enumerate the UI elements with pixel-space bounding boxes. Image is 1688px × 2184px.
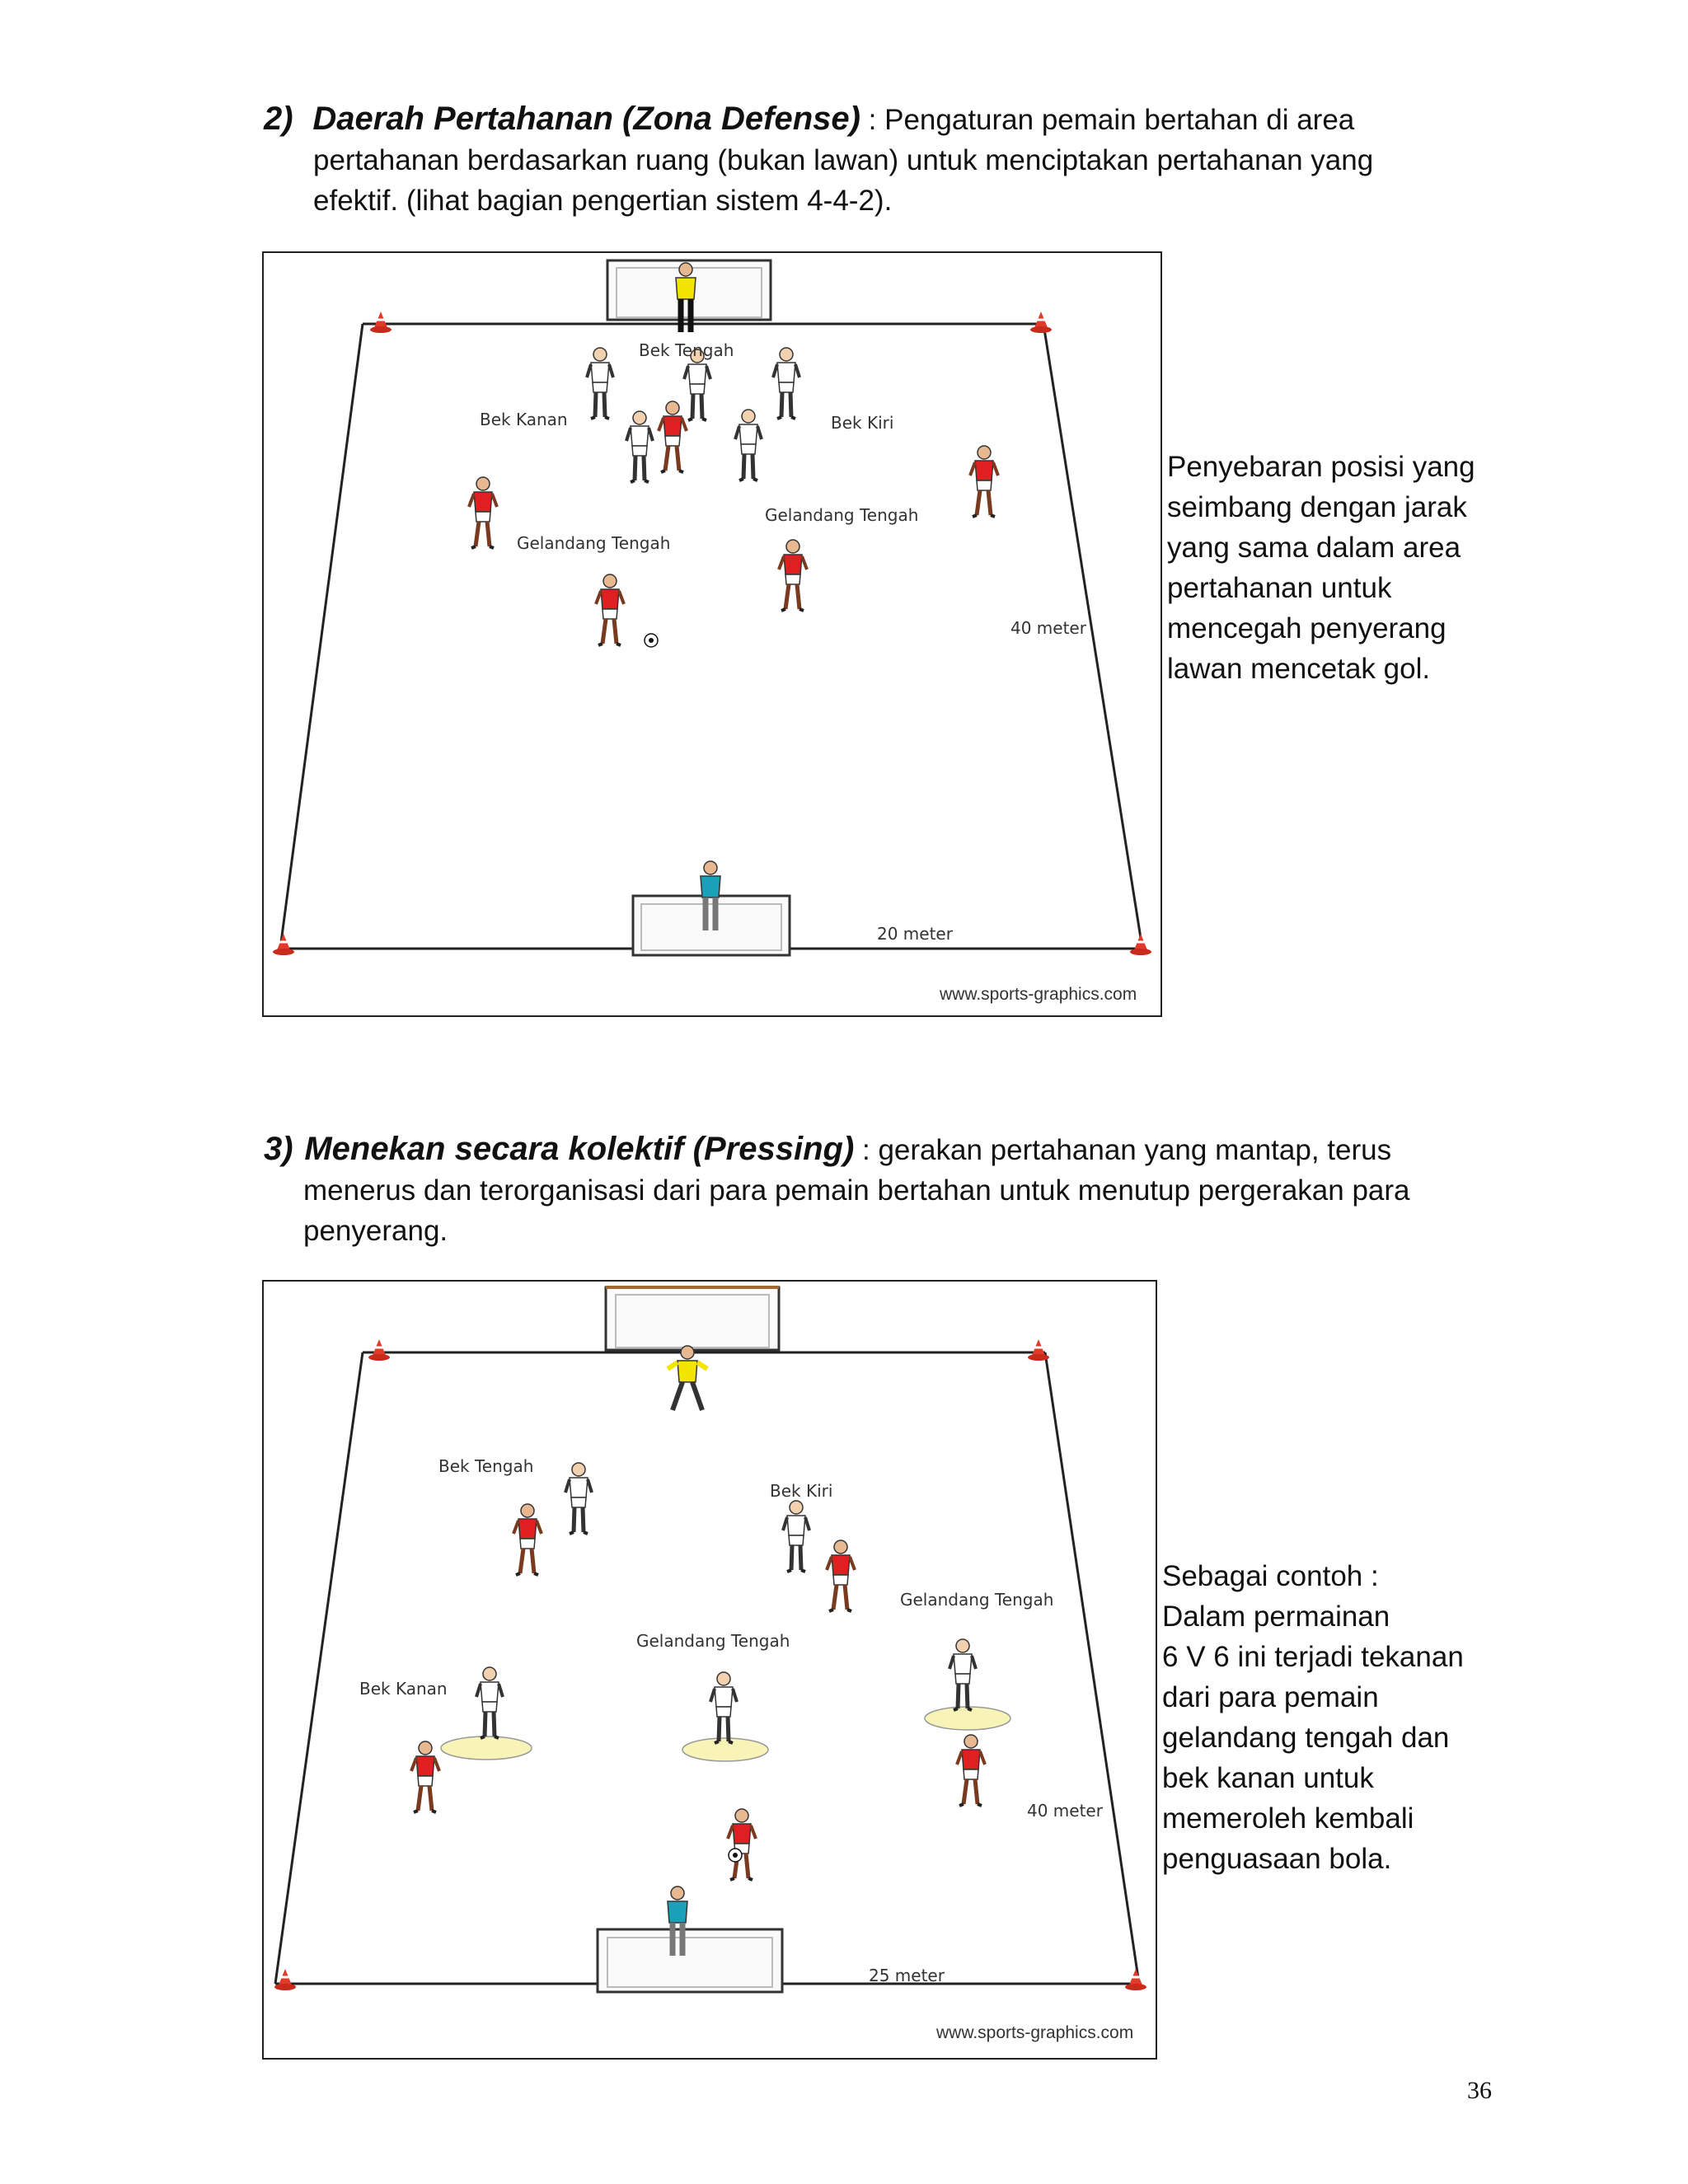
- attacker-3: [957, 1735, 985, 1806]
- label-width: 25 meter: [869, 1966, 945, 1985]
- attacker-center: [659, 401, 687, 472]
- cone-top-left: [368, 310, 393, 335]
- section-2-title: Daerah Pertahanan (Zona Defense): [312, 101, 860, 137]
- label-bek-tengah: Bek Tengah: [639, 340, 734, 360]
- attacker-4: [411, 1741, 439, 1812]
- bottom-goal: [631, 894, 791, 957]
- caption-line: Sebagai contoh :: [1162, 1560, 1379, 1592]
- defender-bek-kanan: [587, 348, 613, 419]
- cone-top-left: [367, 1338, 392, 1362]
- caption-line: Penyebaran posisi yang: [1167, 451, 1475, 483]
- watermark-2: www.sports-graphics.com: [936, 2023, 1134, 2042]
- section-3-intro-line3: penyerang.: [303, 1215, 448, 1247]
- label-bek-kanan: Bek Kanan: [359, 1679, 448, 1699]
- caption-line: gelandang tengah dan: [1162, 1722, 1450, 1754]
- caption-line: penguasaan bola.: [1162, 1843, 1392, 1875]
- section-2-intro-line3: efektif. (lihat bagian pengertian sistem…: [313, 185, 893, 217]
- goalkeeper-bottom: [700, 860, 721, 930]
- section-2-intro: 2) Daerah Pertahanan (Zona Defense) : Pe…: [264, 99, 1500, 221]
- cone-bottom-right: [1123, 1967, 1148, 1992]
- defender-bek-kiri: [773, 348, 799, 419]
- defender-gelandang-tengah-right: [735, 410, 762, 480]
- section-3-intro-line2: menerus dan terorganisasi dari para pema…: [303, 1174, 1410, 1207]
- label-bek-kiri: Bek Kiri: [770, 1481, 833, 1501]
- defender-bek-kanan: [476, 1667, 503, 1738]
- cone-top-right: [1029, 310, 1053, 335]
- caption-line: 6 V 6 ini terjadi tekanan: [1162, 1641, 1464, 1673]
- section-2-caption: Penyebaran posisi yang seimbang dengan j…: [1167, 447, 1475, 689]
- caption-line: bek kanan untuk: [1162, 1762, 1374, 1794]
- label-gelandang-tengah-right: Gelandang Tengah: [765, 505, 919, 525]
- top-goal: [604, 1286, 781, 1352]
- pressure-zone-gelandang-center: [682, 1737, 769, 1762]
- section-2-intro-line1: : Pengaturan pemain bertahan di area: [860, 104, 1355, 136]
- section-3-intro-line1: : gerakan pertahanan yang mantap, terus: [854, 1134, 1392, 1166]
- goalkeeper-top: [666, 1345, 709, 1411]
- attacker-with-ball: [596, 574, 624, 645]
- label-gelandang-tengah-right: Gelandang Tengah: [900, 1590, 1054, 1610]
- label-gelandang-tengah-center: Gelandang Tengah: [636, 1631, 790, 1651]
- attacker-left: [469, 477, 497, 548]
- goalkeeper-top: [675, 262, 696, 332]
- attacker-with-ball: [728, 1809, 756, 1880]
- pressure-zone-gelandang-right: [924, 1706, 1011, 1731]
- section-3-number: 3): [264, 1131, 293, 1167]
- caption-line: Dalam permainan: [1162, 1601, 1390, 1633]
- ball-2: [728, 1848, 743, 1863]
- section-3-intro: 3) Menekan secara kolektif (Pressing) : …: [264, 1129, 1500, 1251]
- zona-defense-diagram: Bek Tengah Bek Kanan Bek Kiri Gelandang …: [262, 251, 1162, 1017]
- pitch-drawing-2: [273, 1286, 1148, 1994]
- section-3-title: Menekan secara kolektif (Pressing): [304, 1131, 855, 1167]
- ball-1: [644, 633, 659, 648]
- pressing-diagram: Bek Tengah Bek Kiri Gelandang Tengah Gel…: [262, 1280, 1157, 2060]
- defender-bek-tengah: [565, 1463, 592, 1534]
- pitch-outline: [274, 1351, 1141, 1985]
- label-bek-kanan: Bek Kanan: [480, 410, 568, 429]
- section-3-first-line: 3) Menekan secara kolektif (Pressing) : …: [264, 1129, 1500, 1170]
- caption-line: memeroleh kembali: [1162, 1802, 1414, 1835]
- label-gelandang-tengah-left: Gelandang Tengah: [517, 533, 671, 553]
- label-length: 40 meter: [1027, 1801, 1103, 1821]
- attacker-1: [513, 1504, 542, 1575]
- attacker-2: [827, 1540, 855, 1611]
- section-2-number: 2): [264, 101, 293, 137]
- section-3-caption: Sebagai contoh : Dalam permainan 6 V 6 i…: [1162, 1556, 1464, 1879]
- caption-line: mencegah penyerang: [1167, 612, 1447, 644]
- pressure-zone-bek-kanan: [440, 1736, 532, 1760]
- defender-gelandang-tengah-center: [710, 1672, 737, 1743]
- defender-gelandang-tengah-right: [950, 1639, 976, 1710]
- cone-bottom-left: [271, 932, 296, 957]
- page-number: 36: [1467, 2077, 1492, 2104]
- cone-bottom-right: [1128, 932, 1153, 957]
- bottom-goal: [596, 1928, 784, 1994]
- section-2-intro-line2: pertahanan berdasarkan ruang (bukan lawa…: [313, 144, 1374, 176]
- caption-line: dari para pemain: [1162, 1681, 1379, 1713]
- goalkeeper-bottom: [667, 1886, 688, 1956]
- label-length: 40 meter: [1010, 618, 1086, 638]
- caption-line: seimbang dengan jarak: [1167, 491, 1467, 523]
- cone-top-right: [1026, 1338, 1051, 1362]
- section-2-first-line: 2) Daerah Pertahanan (Zona Defense) : Pe…: [264, 99, 1500, 140]
- watermark-1: www.sports-graphics.com: [940, 985, 1137, 1004]
- label-bek-tengah: Bek Tengah: [438, 1456, 534, 1476]
- label-width: 20 meter: [877, 924, 953, 944]
- pitch-drawing-1: [271, 259, 1153, 957]
- attacker-right-mid: [779, 540, 807, 611]
- caption-line: lawan mencetak gol.: [1167, 653, 1431, 685]
- caption-line: pertahanan untuk: [1167, 572, 1392, 604]
- caption-line: yang sama dalam area: [1167, 532, 1461, 564]
- label-bek-kiri: Bek Kiri: [831, 413, 894, 433]
- defender-bek-kiri: [783, 1501, 809, 1572]
- attacker-right-wing: [970, 446, 998, 517]
- defender-gelandang-tengah-left: [626, 411, 653, 482]
